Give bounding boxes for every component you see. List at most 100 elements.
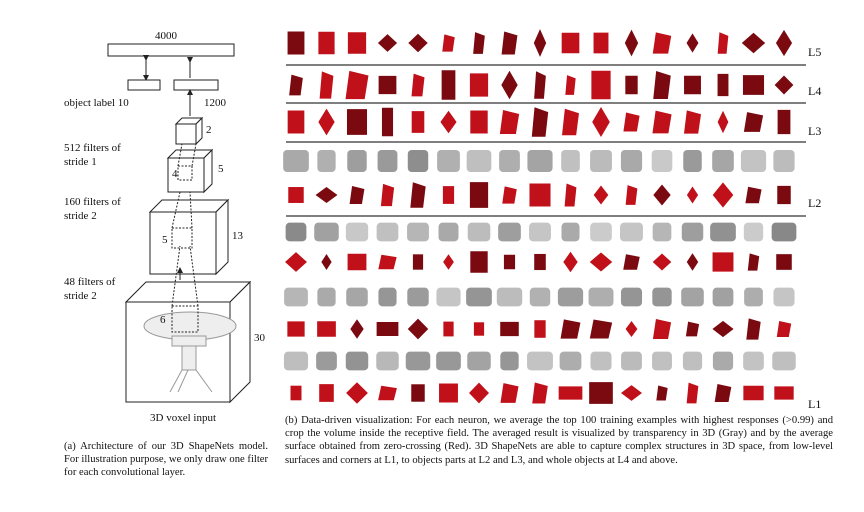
thumb-l1-gray-3-1 [283,351,309,371]
thumb-l2-gray-5 [407,149,429,173]
conv2-line2: stride 2 [64,210,97,222]
thumb-l1-gray-3-15 [712,351,734,371]
thumb-l4-11 [591,70,611,100]
hidden-1200-label: 1200 [204,97,226,109]
thumb-l5-8 [501,31,518,55]
thumb-l2-gray-17 [773,149,795,173]
thumb-l3-16 [743,112,764,132]
level-label-l2: L2 [808,196,822,210]
thumb-l4-8 [501,70,518,100]
thumb-l4-2 [319,71,334,99]
thumb-l2-gray-8 [499,149,520,173]
thumb-l1-gray-3-2 [316,351,337,371]
level-label-l3: L3 [808,124,822,138]
thumb-l1-gray-3-11 [590,351,612,371]
thumb-l1-gray-3-12 [621,351,642,371]
thumb-l2-red-11 [593,185,609,205]
thumb-l1-gray-3-16 [743,351,764,371]
thumb-l2-red-10 [564,183,577,207]
thumb-l5-11 [593,32,609,54]
thumb-l1-red-2-3 [350,319,364,339]
thumb-l1-red-2-7 [473,322,485,336]
thumb-l5-7 [473,32,485,54]
thumb-l4-3 [345,70,369,100]
conv3-line1: 48 filters of [64,276,116,288]
thumb-l5-12 [624,29,639,57]
cube-layer-5 [166,143,214,194]
thumb-l1-red-3-12 [620,385,643,401]
thumb-l1-gray-2-14 [681,287,704,307]
thumb-l2-gray-16 [740,149,767,173]
thumb-l1-red-1-6 [443,254,454,270]
thumb-l5-4 [377,34,398,52]
object-label-text: object label 10 [64,97,129,109]
thumb-l3-17 [777,109,791,135]
thumb-l1-red-3-17 [774,386,794,400]
thumb-l1-gray-1-11 [590,222,612,242]
thumb-l1-gray-2-17 [773,287,795,307]
thumb-l1-gray-3-7 [467,351,491,371]
thumb-l2-gray-10 [561,149,580,173]
thumb-l3-5 [411,111,425,133]
thumb-l1-red-1-12 [623,254,640,270]
thumb-l1-red-3-5 [411,384,425,402]
thumb-l1-red-2-12 [625,320,638,338]
thumb-l4-17 [774,75,794,95]
thumb-l2-red-16 [745,186,762,204]
thumb-l1-gray-1-7 [467,222,491,242]
thumb-l1-red-1-17 [776,254,792,270]
thumb-l2-gray-6 [437,149,460,173]
thumb-l1-red-3-16 [743,385,764,401]
thumb-l1-gray-1-3 [345,222,369,242]
thumb-l3-8 [499,110,520,134]
thumb-l1-red-2-6 [443,321,454,337]
object-label-box [127,79,161,91]
thumb-l2-gray-2 [317,149,336,173]
thumb-l2-gray-11 [590,149,612,173]
thumb-l1-gray-3-4 [376,351,399,371]
thumb-l1-red-1-4 [378,254,397,270]
thumb-l2-gray-3 [347,149,367,173]
thumb-l2-red-8 [502,186,517,204]
conv2-kernel-size: 5 [162,234,168,246]
thumb-l1-red-3-15 [714,384,732,402]
thumb-l1-red-1-9 [534,253,546,271]
thumb-l1-red-2-2 [317,321,336,337]
level-label-l4: L4 [808,84,822,98]
level-label-l1: L1 [808,397,822,411]
thumb-l1-gray-1-16 [743,222,764,242]
thumb-l4-6 [441,70,456,100]
thumb-l1-red-1-16 [747,253,760,271]
thumb-l3-4 [381,107,394,137]
thumb-l1-red-2-4 [376,321,399,337]
thumb-l5-1 [287,31,305,55]
conv1-out-size: 2 [206,124,212,136]
thumb-l1-red-2-10 [560,319,581,339]
caption-a: (a) Architecture of our 3D ShapeNets mod… [64,441,268,479]
layer-4000-box [107,43,235,57]
thumb-l1-gray-2-8 [496,287,523,307]
thumb-l1-red-1-2 [321,254,332,270]
thumb-l1-gray-1-17 [771,222,797,242]
thumb-l1-gray-2-9 [529,287,551,307]
thumb-l2-red-13 [653,184,671,206]
thumb-l5-9 [533,29,547,57]
thumb-l1-red-2-13 [652,319,672,339]
conv3-kernel-size: 6 [160,314,166,326]
thumb-l1-gray-1-1 [285,222,307,242]
cube-layer-2 [174,116,204,146]
thumb-l3-13 [652,110,672,134]
thumb-l1-gray-1-2 [314,222,339,242]
thumb-l1-red-3-13 [656,385,668,401]
conv1-kernel-size: 4 [172,168,178,180]
thumb-l2-red-15 [712,182,734,208]
thumb-l1-gray-2-2 [317,287,336,307]
thumb-l1-gray-1-10 [561,222,580,242]
thumb-l4-10 [565,75,576,95]
thumb-l1-red-3-8 [500,383,519,403]
thumb-l1-gray-2-4 [378,287,397,307]
thumb-l1-gray-2-10 [557,287,584,307]
hidden-1200-box [173,79,219,91]
thumb-l1-gray-2-1 [284,287,308,307]
